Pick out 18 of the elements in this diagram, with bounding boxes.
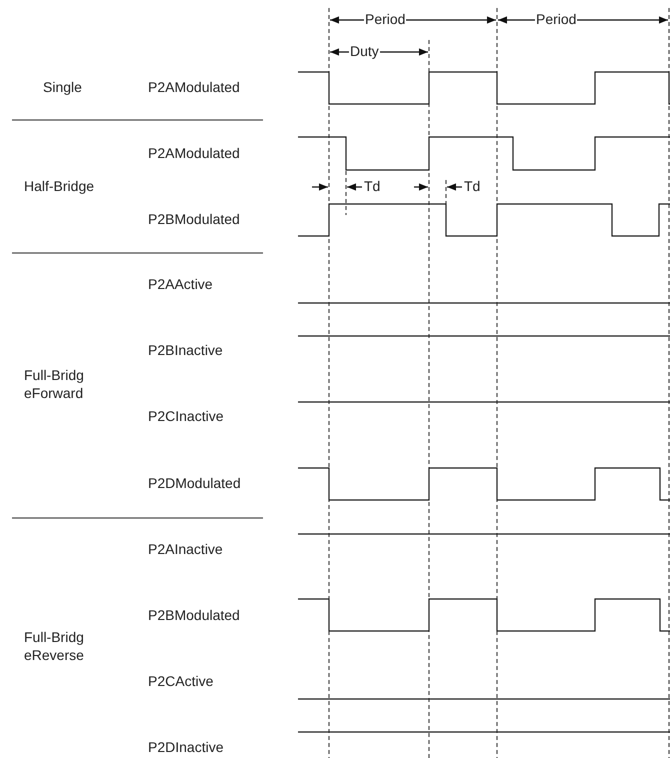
group-label: Single bbox=[43, 79, 82, 96]
signal-name: P2AActive bbox=[148, 276, 213, 293]
dimension-label: Td bbox=[464, 178, 480, 195]
dimension-label: Duty bbox=[349, 43, 380, 60]
signal-name: P2CInactive bbox=[148, 408, 224, 425]
signal-name: P2AInactive bbox=[148, 541, 223, 558]
dimension-label: Td bbox=[364, 178, 380, 195]
signal-name: P2BInactive bbox=[148, 342, 223, 359]
signal-name: P2BModulated bbox=[148, 211, 240, 228]
group-label: Full-BridgeForward bbox=[24, 366, 85, 402]
signal-name: P2CActive bbox=[148, 673, 214, 690]
signal-name: P2DInactive bbox=[148, 739, 224, 756]
signal-name: P2BModulated bbox=[148, 607, 240, 624]
signal-name: P2DModulated bbox=[148, 475, 241, 492]
group-label: Half-Bridge bbox=[24, 178, 94, 195]
signal-name: P2AModulated bbox=[148, 79, 240, 96]
signal-name: P2AModulated bbox=[148, 145, 240, 162]
group-label: Full-BridgeReverse bbox=[24, 628, 85, 664]
